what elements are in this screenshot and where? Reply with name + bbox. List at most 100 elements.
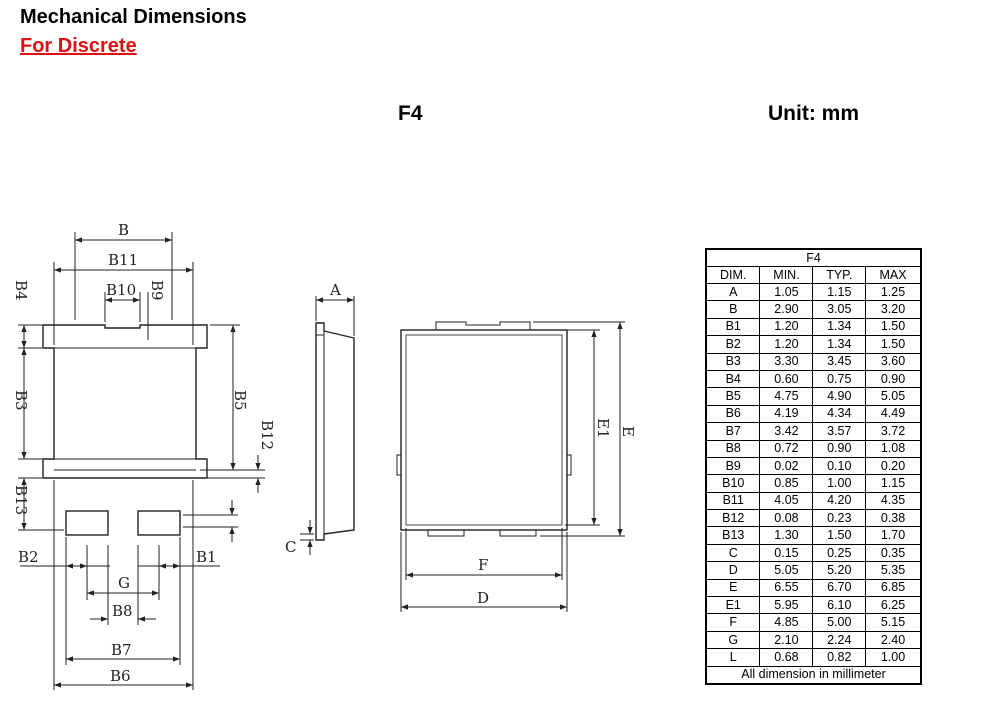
table-cell: 5.05 <box>865 387 922 406</box>
table-cell: 1.70 <box>865 526 922 545</box>
table-cell: 0.60 <box>759 369 814 389</box>
table-cell: 0.08 <box>759 509 814 528</box>
table-cell: 1.15 <box>865 474 922 493</box>
label-b11: B11 <box>108 251 138 269</box>
side-view-outline <box>315 322 355 541</box>
label-d: D <box>477 589 489 607</box>
table-cell: 5.95 <box>759 596 814 615</box>
table-cell: 5.15 <box>865 613 922 632</box>
label-b2: B2 <box>18 548 39 566</box>
table-header-row: DIM. MIN. TYP. MAX <box>705 266 922 284</box>
label-b1: B1 <box>196 548 217 566</box>
table-cell: 1.05 <box>759 282 814 302</box>
table-cell: 3.60 <box>865 352 922 371</box>
label-b10: B10 <box>106 281 136 299</box>
label-f: F <box>478 556 488 574</box>
table-cell: 1.00 <box>865 648 922 667</box>
table-cell: B3 <box>705 352 761 371</box>
table-cell: 6.85 <box>865 578 922 598</box>
table-cell: 4.85 <box>759 613 814 632</box>
table-cell: B13 <box>705 526 761 545</box>
table-cell: A <box>705 282 761 302</box>
table-cell: 4.34 <box>812 404 867 424</box>
table-cell: 4.19 <box>759 404 814 424</box>
table-cell: 0.35 <box>865 543 922 563</box>
table-cell: 0.72 <box>759 439 814 458</box>
table-cell: D <box>705 561 761 580</box>
pad-left <box>65 510 109 536</box>
label-b12: B12 <box>258 420 276 450</box>
table-cell: 5.20 <box>812 561 867 580</box>
table-cell: 2.24 <box>812 630 867 650</box>
label-e: E <box>619 426 637 437</box>
table-cell: 4.49 <box>865 404 922 424</box>
table-cell: 1.20 <box>759 317 814 337</box>
table-cell: 1.15 <box>812 282 867 302</box>
table-cell: B5 <box>705 387 761 406</box>
table-cell: 1.34 <box>812 317 867 337</box>
table-cell: F <box>705 613 761 632</box>
table-cell: 0.02 <box>759 456 814 476</box>
label-b5: B5 <box>231 390 249 411</box>
table-cell: 5.00 <box>812 613 867 632</box>
table-cell: B9 <box>705 456 761 476</box>
table-cell: L <box>705 648 761 667</box>
label-b9: B9 <box>148 280 166 301</box>
table-cell: C <box>705 543 761 563</box>
table-cell: 0.90 <box>865 369 922 389</box>
table-cell: 1.50 <box>812 526 867 545</box>
table-cell: 6.25 <box>865 596 922 615</box>
table-cell: 6.10 <box>812 596 867 615</box>
unit-label: Unit: mm <box>768 102 859 125</box>
table-cell: 1.34 <box>812 335 867 354</box>
table-cell: 0.38 <box>865 509 922 528</box>
label-b8: B8 <box>112 602 133 620</box>
table-cell: 4.05 <box>759 491 814 511</box>
label-b7: B7 <box>111 641 132 659</box>
table-cell: 2.40 <box>865 630 922 650</box>
table-cell: E <box>705 578 761 598</box>
table-cell: 1.08 <box>865 439 922 458</box>
table-cell: 0.15 <box>759 543 814 563</box>
table-cell: 0.20 <box>865 456 922 476</box>
table-title: F4 <box>705 248 922 267</box>
table-cell: 4.20 <box>812 491 867 511</box>
page-title: Mechanical Dimensions <box>20 6 247 28</box>
table-cell: B6 <box>705 404 761 424</box>
label-g: G <box>118 574 130 592</box>
table-cell: 5.05 <box>759 561 814 580</box>
table-cell: 0.90 <box>812 439 867 458</box>
table-cell: B11 <box>705 491 761 511</box>
col-dim: DIM. <box>705 266 761 284</box>
table-cell: B7 <box>705 422 761 441</box>
table-cell: B2 <box>705 335 761 354</box>
table-cell: 2.90 <box>759 300 814 319</box>
table-cell: 1.00 <box>812 474 867 493</box>
table-cell: B1 <box>705 317 761 337</box>
table-cell: 0.75 <box>812 369 867 389</box>
table-cell: 3.72 <box>865 422 922 441</box>
table-cell: B10 <box>705 474 761 493</box>
pad-right <box>137 510 181 536</box>
table-cell: 3.45 <box>812 352 867 371</box>
table-cell: 0.68 <box>759 648 814 667</box>
table-cell: 1.50 <box>865 335 922 354</box>
col-typ: TYP. <box>812 266 867 284</box>
